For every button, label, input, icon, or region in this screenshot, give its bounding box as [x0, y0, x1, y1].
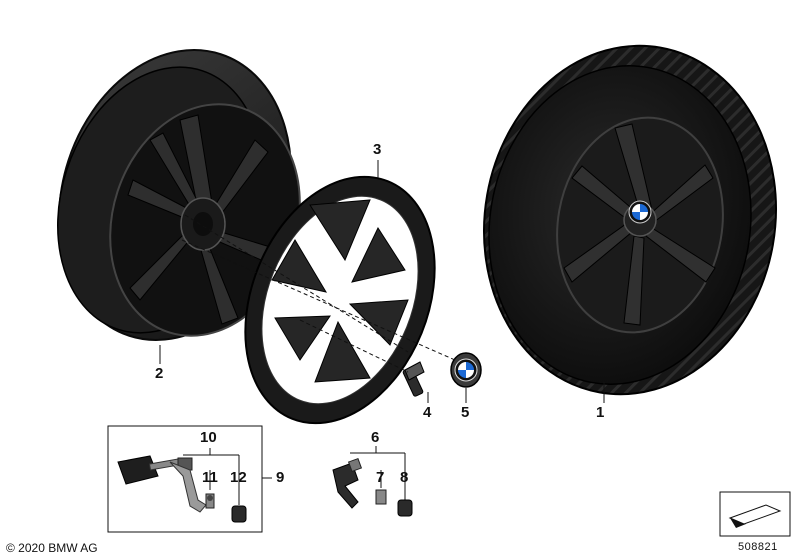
valve-cap-12: [231, 455, 247, 523]
valve-cap-8: [397, 499, 413, 517]
bmw-logo-icon: [628, 200, 652, 224]
alloy-rim: [57, 49, 301, 341]
document-number: 508821: [738, 541, 778, 553]
wheel-bolt: [402, 361, 425, 397]
callout-1[interactable]: 1: [596, 404, 605, 421]
callout-11[interactable]: 11: [202, 469, 218, 486]
aero-cover: [244, 175, 436, 425]
assembly-lines: [181, 214, 456, 373]
callout-9[interactable]: 9: [276, 469, 285, 486]
complete-wheel: [483, 44, 777, 396]
callout-3[interactable]: 3: [373, 141, 382, 158]
callout-6[interactable]: 6: [371, 429, 380, 446]
hub-cap: [450, 352, 482, 388]
rubber-valve: [332, 457, 363, 509]
callout-12[interactable]: 12: [230, 469, 247, 486]
callout-7[interactable]: 7: [376, 469, 385, 486]
callout-8[interactable]: 8: [400, 469, 409, 486]
callout-leaders: [159, 160, 605, 403]
valve-insert-11: [205, 470, 215, 509]
callout-5[interactable]: 5: [461, 404, 470, 421]
callout-10[interactable]: 10: [200, 429, 217, 446]
copyright-notice: © 2020 BMW AG: [6, 541, 98, 555]
callout-2[interactable]: 2: [155, 365, 164, 382]
tpms-sensor: [117, 455, 193, 485]
valve-group-lines: [350, 446, 406, 500]
document-reference-icon: [719, 491, 791, 537]
tpms-valve: [169, 461, 207, 513]
callout-4[interactable]: 4: [423, 404, 432, 421]
tpms-group-box: [107, 425, 272, 533]
valve-insert-7: [375, 489, 387, 505]
